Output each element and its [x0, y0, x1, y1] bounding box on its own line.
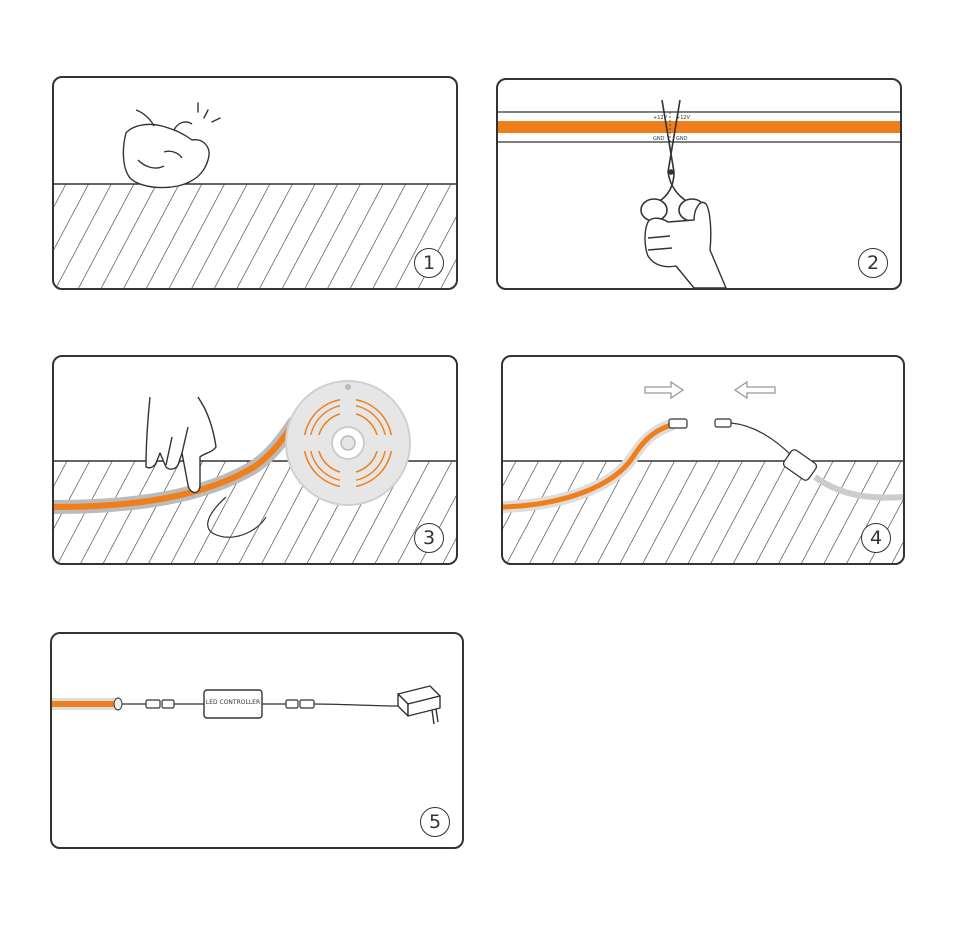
led-strip: [503, 422, 672, 510]
strip-end-cap: [113, 697, 123, 711]
step-number-5: 5: [420, 807, 450, 837]
hand-holding-scissors-icon: [644, 201, 727, 288]
step-1-panel: 1: [52, 76, 458, 290]
led-strip: [52, 701, 114, 707]
label-gnd-right: GND: [676, 136, 688, 142]
strip-connector: [668, 418, 688, 429]
step-5-scene: LED CONTROLLER: [52, 685, 441, 725]
hand-wiping-surface-icon: [122, 102, 221, 189]
led-strip: [498, 121, 900, 133]
output-cable: [813, 474, 903, 501]
power-cable: [313, 703, 399, 707]
step-number-1: 1: [414, 248, 444, 278]
led-reel-icon: [285, 380, 411, 506]
step-number-2: 2: [858, 248, 888, 278]
label-plus-12v-right: +12V: [676, 115, 691, 121]
step-3-panel: 3: [52, 355, 458, 565]
connector-d: [299, 699, 315, 709]
step-4-panel: 4: [501, 355, 905, 565]
label-plus-12v: +12V: [653, 115, 668, 121]
scissors-icon: [640, 99, 706, 222]
power-adapter-icon: [397, 685, 441, 725]
connector-a: [145, 699, 161, 709]
connector-c: [285, 699, 299, 709]
step-3-scene: [54, 380, 456, 563]
cable-connector: [714, 418, 732, 428]
connector-b: [161, 699, 175, 709]
controller-cable: [730, 422, 794, 458]
inline-controller: [782, 449, 818, 481]
peeled-liner: [207, 496, 267, 538]
connector-arrows-icon: [644, 380, 776, 400]
step-5-panel: LED CONTROLLER 5: [50, 632, 464, 849]
step-2-panel: +12V +12V GND GND 2: [496, 78, 902, 290]
step-number-4: 4: [861, 523, 891, 553]
led-strip: [54, 421, 297, 510]
surface-hatch: [503, 461, 903, 563]
led-controller-label: LED CONTROLLER: [206, 699, 260, 706]
step-number-3: 3: [414, 523, 444, 553]
surface-hatch: [54, 184, 456, 288]
hand-pressing-strip-icon: [145, 396, 217, 494]
label-gnd: GND: [653, 136, 665, 142]
step-2-scene: +12V +12V GND GND: [498, 99, 900, 288]
step-4-scene: [503, 380, 903, 563]
step-1-scene: [54, 102, 456, 288]
